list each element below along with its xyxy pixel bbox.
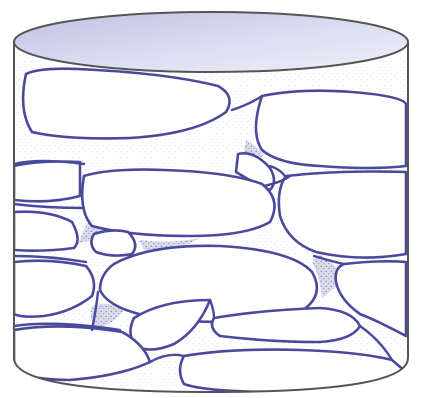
particle-upper-left	[14, 162, 80, 202]
cylinder-top	[14, 12, 408, 72]
particle-bottom-right	[180, 350, 406, 392]
particle-top-right	[256, 91, 406, 168]
particle-middle-long	[82, 170, 274, 236]
particle-small-left	[91, 230, 135, 255]
